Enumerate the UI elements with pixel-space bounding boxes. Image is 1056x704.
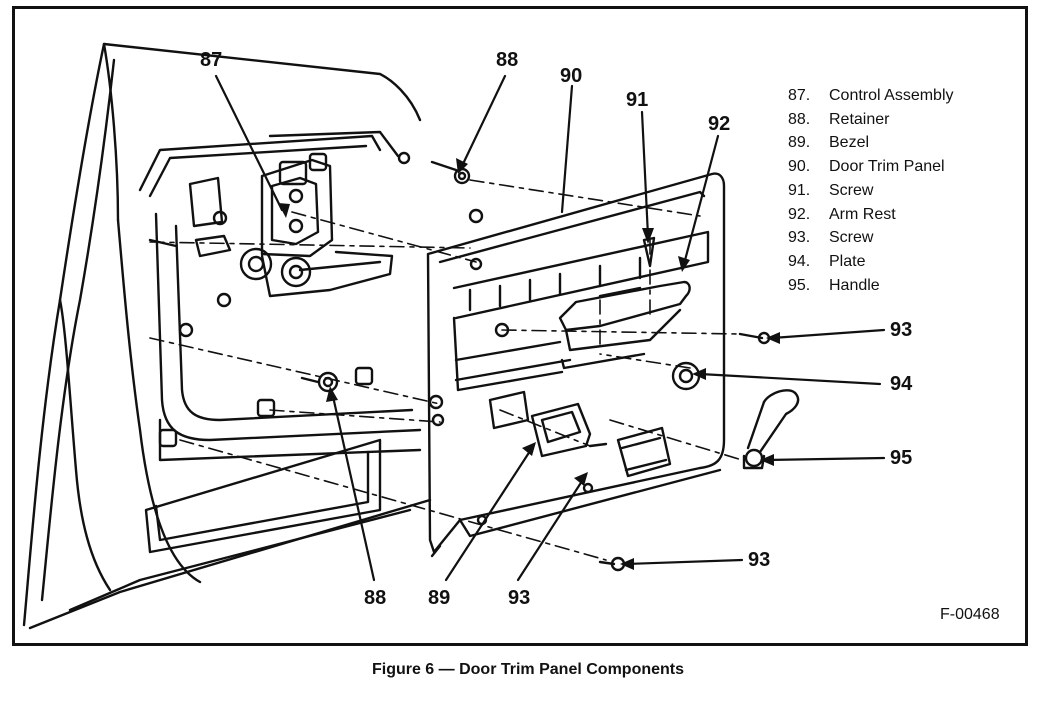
door-trim-panel	[426, 172, 726, 558]
legend-item: 88.Retainer	[788, 110, 890, 128]
callout-88-top: 88	[496, 49, 519, 71]
callout-93-bottom-right: 93	[748, 549, 771, 571]
legend-item: 90.Door Trim Panel	[788, 158, 945, 176]
control-assembly	[148, 152, 394, 338]
arrowheads	[278, 158, 780, 570]
bezel	[530, 402, 672, 478]
callout-95: 95	[890, 447, 913, 469]
callout-89: 89	[428, 587, 451, 609]
legend-item: 91.Screw	[788, 181, 874, 199]
callout-94: 94	[890, 373, 913, 395]
legend-item: 92.Arm Rest	[788, 205, 896, 223]
parts-legend: 87.Control Assembly 88.Retainer 89.Bezel…	[788, 84, 954, 297]
callout-88-bottom: 88	[364, 587, 387, 609]
legend-item: 95.Handle	[788, 276, 880, 294]
legend-item: 94.Plate	[788, 252, 866, 270]
legend-item: 89.Bezel	[788, 134, 870, 152]
legend-item: 93.Screw	[788, 229, 874, 247]
legend-item: 87.Control Assembly	[788, 87, 954, 104]
window-crank-handle	[742, 389, 800, 470]
callout-91: 91	[626, 89, 649, 111]
figure-code: F-00468	[940, 606, 1000, 623]
callout-93-bottom: 93	[508, 587, 531, 609]
alignment-lines	[149, 179, 743, 561]
leader-lines	[214, 74, 886, 582]
door-shell	[22, 42, 432, 630]
callout-90: 90	[560, 65, 583, 87]
callout-93-right: 93	[890, 319, 913, 341]
figure-caption: Figure 6 — Door Trim Panel Components	[371, 661, 685, 678]
callout-87: 87	[200, 49, 223, 71]
arm-rest	[558, 280, 691, 370]
figure-frame	[12, 6, 1028, 646]
callout-92: 92	[708, 113, 731, 135]
